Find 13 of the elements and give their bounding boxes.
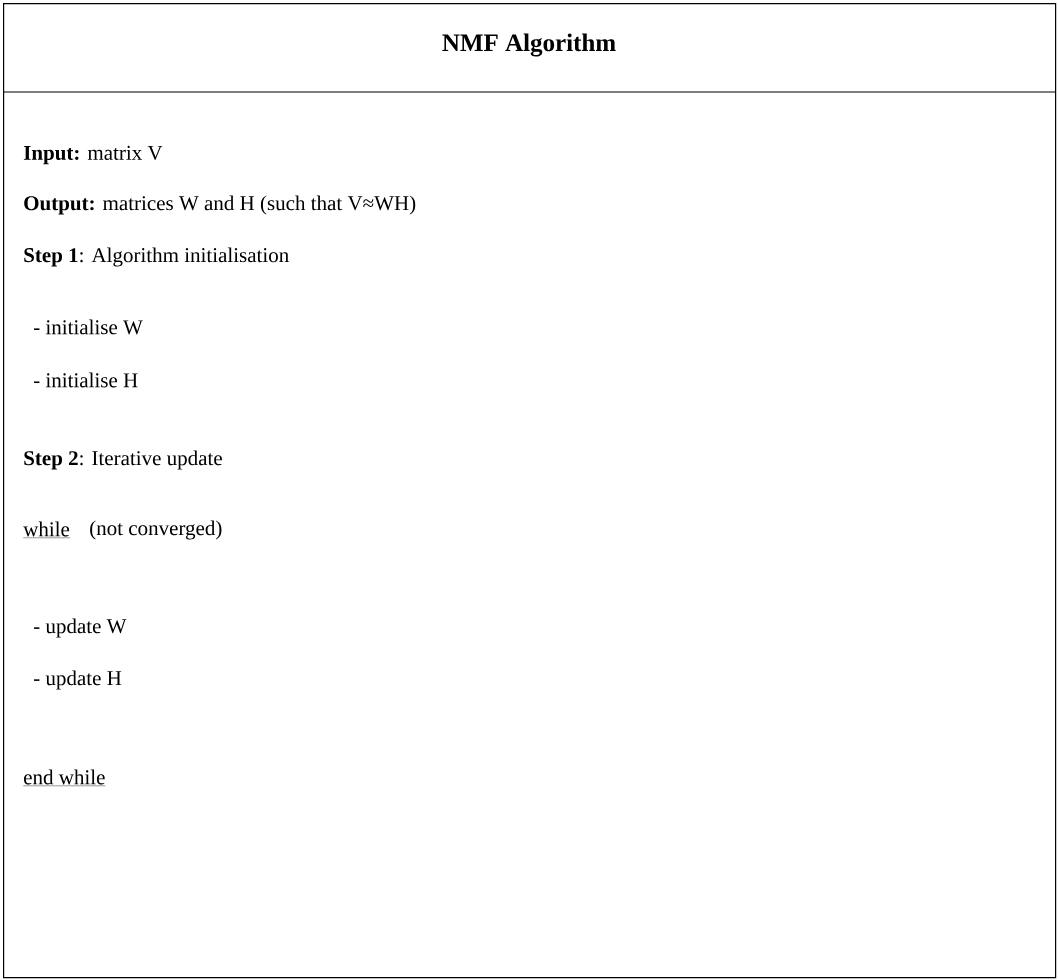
algorithm-box (2, 3, 1057, 979)
text-line: - update H (34, 670, 122, 690)
text-line: (not converged) (90, 520, 222, 540)
text-line: - initialise W (34, 319, 143, 335)
text-line: - update W (34, 618, 127, 638)
text-line: Step 1: Algorithm initialisation (24, 247, 289, 267)
text-line: Step 2: Iterative update (24, 450, 222, 470)
text-line: - initialise H (34, 372, 138, 388)
text-line: Output: matrices W and H (such that V≈WH) (24, 195, 416, 215)
keyword: while (23, 521, 71, 538)
text-line: Input: matrix V (23, 145, 163, 165)
keyword: end while (23, 769, 106, 786)
box-heading: NMF Algorithm (442, 33, 616, 57)
